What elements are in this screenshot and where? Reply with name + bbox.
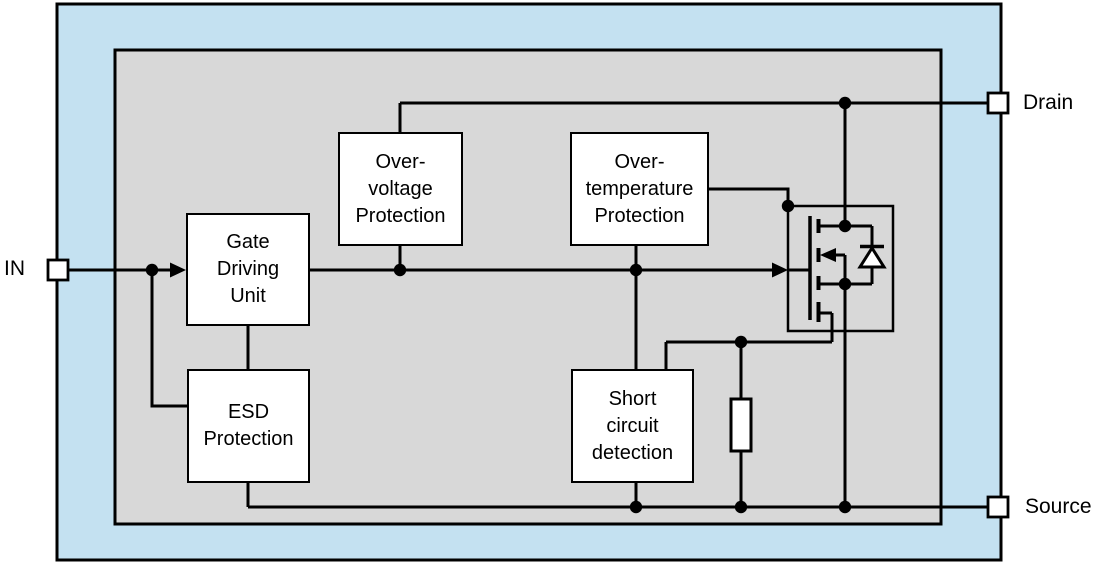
junction-dot bbox=[838, 500, 852, 514]
junction-dot bbox=[734, 500, 748, 514]
block-gate-driving-unit: Gate Driving Unit bbox=[186, 213, 310, 326]
block-label-line: Gate bbox=[226, 231, 270, 253]
block-label-line: Protection bbox=[355, 204, 446, 227]
block-label-line: voltage bbox=[368, 177, 433, 200]
wire-in-to-esd bbox=[150, 270, 187, 408]
in-pin-label: IN bbox=[4, 257, 25, 280]
block-label-line: Over- bbox=[614, 150, 665, 173]
junction-dot bbox=[393, 263, 407, 277]
sense-resistor bbox=[729, 397, 753, 453]
block-overtemperature-protection: Over- temperature Protection bbox=[570, 132, 709, 246]
drain-pin-label: Drain bbox=[1023, 91, 1074, 114]
block-label-line: Driving bbox=[216, 258, 280, 280]
body-diode-icon bbox=[857, 226, 887, 284]
junction-dot bbox=[781, 199, 795, 213]
junction-dot bbox=[838, 277, 852, 291]
arrow-into-mosfet-gate bbox=[772, 262, 788, 278]
block-label-line: temperature bbox=[585, 177, 694, 200]
block-label-line: Protection bbox=[594, 204, 685, 227]
source-pin-label: Source bbox=[1025, 495, 1092, 518]
drain-pin bbox=[986, 91, 1010, 115]
wires bbox=[68, 101, 988, 509]
arrowheads bbox=[170, 262, 788, 278]
junction-dot bbox=[838, 96, 852, 110]
in-pin bbox=[46, 258, 70, 282]
junction-dots bbox=[145, 96, 852, 514]
block-label-line: Short bbox=[608, 387, 657, 410]
block-esd-protection: ESD Protection bbox=[187, 369, 310, 483]
mosfet-sense-wire bbox=[818, 311, 834, 342]
block-label-line: ESD bbox=[227, 401, 270, 423]
block-label-line: Over- bbox=[375, 150, 426, 173]
mosfet-body-arrow-icon bbox=[820, 248, 836, 262]
block-label-line: Unit bbox=[230, 285, 266, 307]
junction-dot bbox=[734, 335, 748, 349]
source-pin bbox=[986, 495, 1010, 519]
block-label-line: circuit bbox=[606, 414, 659, 437]
junction-dot bbox=[629, 263, 643, 277]
junction-dot bbox=[145, 263, 159, 277]
block-label-line: detection bbox=[591, 441, 674, 464]
junction-dot bbox=[629, 500, 643, 514]
package-pins bbox=[46, 91, 1010, 519]
block-overvoltage-protection: Over- voltage Protection bbox=[338, 132, 463, 246]
block-label-line: Protection bbox=[203, 428, 294, 450]
junction-dot bbox=[838, 219, 852, 233]
arrow-into-gate-driving-unit bbox=[170, 262, 186, 278]
block-short-circuit-detection: Short circuit detection bbox=[571, 369, 694, 483]
